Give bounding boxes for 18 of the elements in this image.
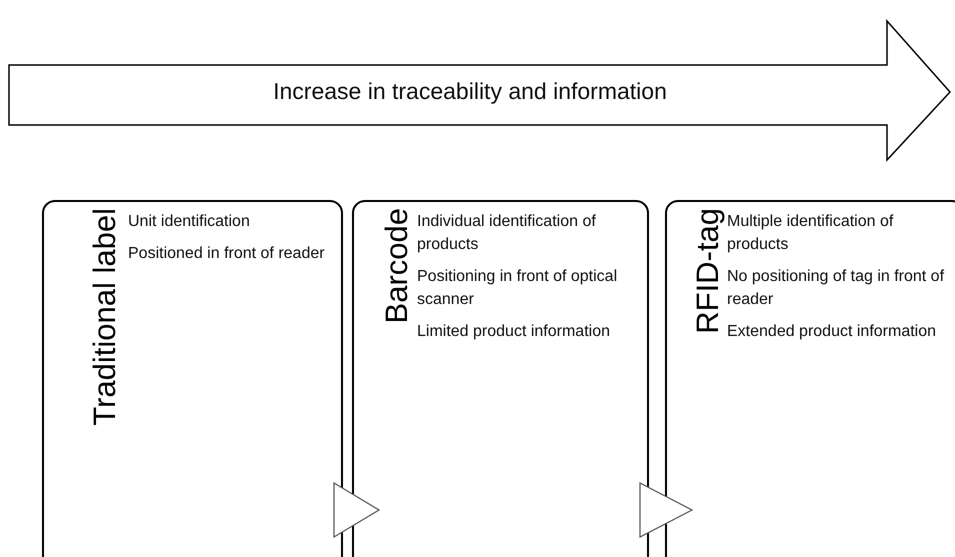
feature-text: Positioning in front of optical scanner	[417, 267, 618, 310]
arrow-shape	[8, 20, 952, 162]
feature-text: No positioning of tag in front of reader	[727, 267, 946, 310]
rounded-box	[352, 200, 649, 557]
feature-text: Unit identification	[128, 212, 251, 232]
feature-text: Limited product information	[417, 322, 611, 342]
rounded-box	[42, 200, 343, 557]
feature-text: Positioned in front of reader	[128, 244, 326, 264]
chevron-arrow	[639, 482, 694, 538]
box-title: RFID-tag	[691, 208, 725, 334]
arrow-label: Increase in traceability and information	[272, 78, 668, 105]
feature-text: Multiple identification of products	[727, 212, 894, 255]
rounded-box	[665, 200, 955, 557]
box-title: Traditional label	[88, 208, 122, 426]
feature-text: Individual identification of products	[417, 212, 597, 255]
feature-text: Extended product information	[727, 322, 938, 342]
chevron-arrow	[333, 482, 380, 538]
box-title: Barcode	[380, 208, 414, 324]
